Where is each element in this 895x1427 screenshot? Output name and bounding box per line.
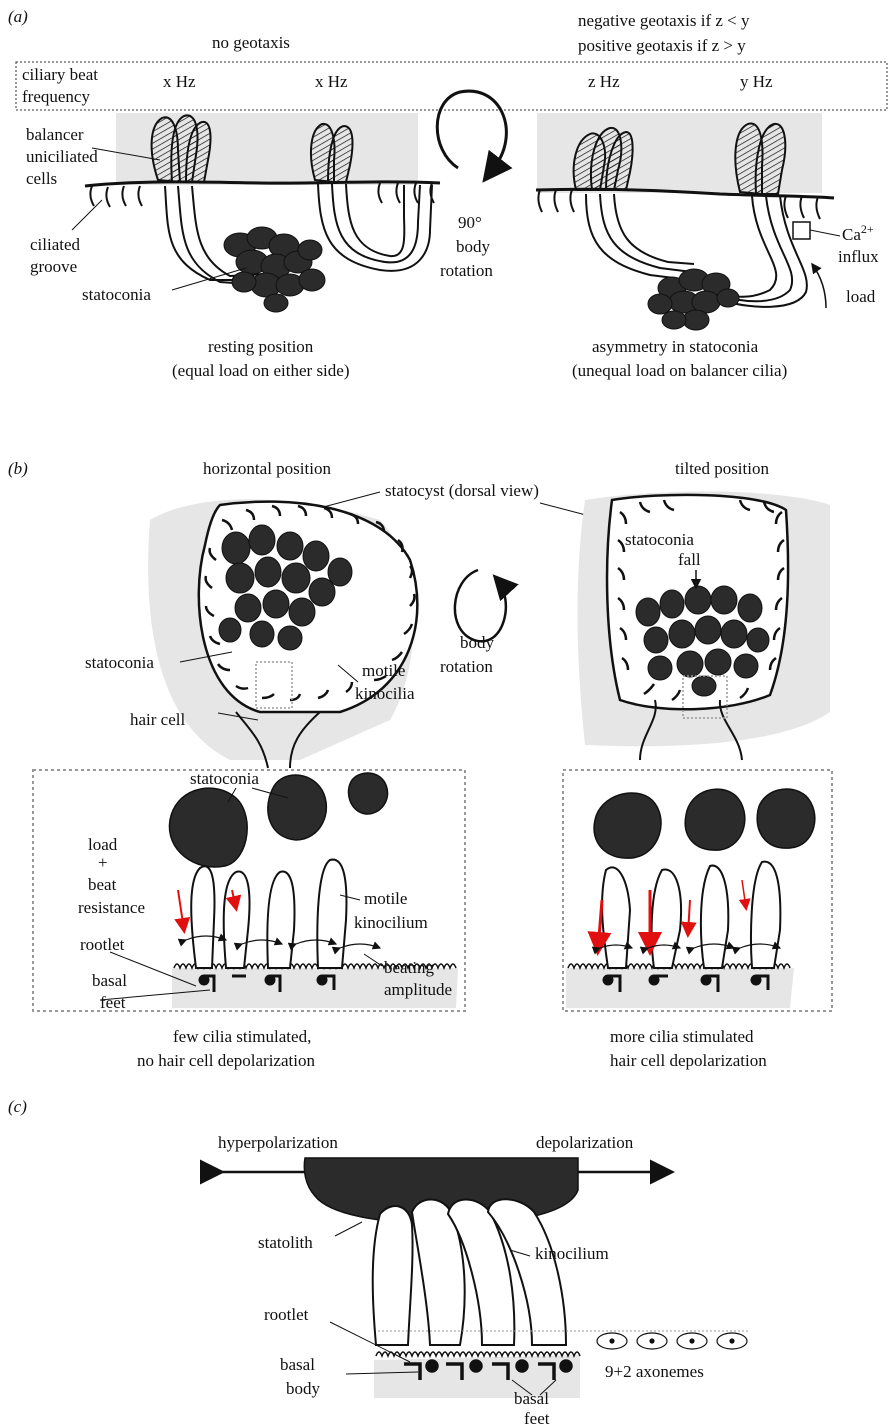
statocyst-label: statocyst (dorsal view) — [385, 481, 539, 500]
statoconia-label-b: statoconia — [85, 653, 154, 672]
rootlet-label-b: rootlet — [80, 935, 125, 954]
beating-2: amplitude — [384, 980, 452, 999]
axoneme-icons — [597, 1333, 747, 1349]
load-label-2: + — [98, 853, 108, 872]
leader-beating — [364, 954, 382, 966]
ca-influx-box — [793, 222, 810, 239]
hyper-label: hyperpolarization — [218, 1133, 338, 1152]
cbf-label-2: frequency — [22, 87, 90, 106]
rootlet-label-c: rootlet — [264, 1305, 309, 1324]
balancer-label-3: cells — [26, 169, 57, 188]
load-label-4: resistance — [78, 898, 145, 917]
ca-label: Ca2+ — [842, 222, 874, 244]
rotation-a-2: body — [456, 237, 491, 256]
axonemes-label: 9+2 axonemes — [605, 1362, 704, 1381]
tilted-label: tilted position — [675, 459, 769, 478]
leader-statolith — [335, 1222, 362, 1236]
resting-2: (equal load on either side) — [172, 361, 350, 380]
rotation-a-3: rotation — [440, 261, 493, 280]
rotation-arrow-b — [455, 570, 506, 641]
microvilli-c — [376, 1352, 580, 1356]
resting-1: resting position — [208, 337, 314, 356]
asym-2: (unequal load on balancer cilia) — [572, 361, 787, 380]
motile-k-1: motile — [364, 889, 407, 908]
load-label-3: beat — [88, 875, 117, 894]
balancer-tuft-right-2 — [735, 123, 785, 194]
basal-body-label-2: body — [286, 1379, 321, 1398]
ca-influx-label: influx — [838, 247, 879, 266]
panel-a: (a) no geotaxis negative geotaxis if z <… — [8, 7, 887, 380]
balancer-label-2: uniciliated — [26, 147, 98, 166]
freq-left-1: x Hz — [163, 72, 196, 91]
basal-label-b-1: basal — [92, 971, 127, 990]
balancer-tuft-left-1 — [152, 115, 211, 182]
load-arrow-a — [812, 264, 826, 308]
motile-label-1: motile — [362, 661, 405, 680]
statoconia-label-a: statoconia — [82, 285, 151, 304]
statolith-label: statolith — [258, 1233, 313, 1252]
panel-b: (b) horizontal position tilted position … — [8, 459, 832, 1070]
horizontal-label: horizontal position — [203, 459, 331, 478]
statoconia-cluster-right — [648, 269, 739, 330]
motile-label-2: kinocilia — [355, 684, 415, 703]
motile-k-2: kinocilium — [354, 913, 428, 932]
rotation-b-2: rotation — [440, 657, 493, 676]
few-cilia-1: few cilia stimulated, — [173, 1027, 311, 1046]
freq-right-1: z Hz — [588, 72, 620, 91]
panel-a-right-title-2: positive geotaxis if z > y — [578, 36, 746, 55]
kinocilia-zoom-left — [191, 860, 346, 968]
leader-groove — [72, 200, 102, 230]
more-cilia-2: hair cell depolarization — [610, 1051, 767, 1070]
statoconia-label-zoom: statoconia — [190, 769, 259, 788]
cbf-label-1: ciliary beat — [22, 65, 98, 84]
asym-1: asymmetry in statoconia — [592, 337, 759, 356]
rotation-a-1: 90° — [458, 213, 482, 232]
kinocilium-label-c: kinocilium — [535, 1244, 609, 1263]
cell-base-right — [566, 968, 794, 1008]
beating-1: beating — [384, 958, 435, 977]
basal-feet-label-2: feet — [524, 1409, 550, 1427]
statoconia-fall-2: fall — [678, 550, 701, 569]
leader-ca — [810, 230, 840, 236]
panel-b-letter: (b) — [8, 459, 28, 478]
panel-a-left-title: no geotaxis — [212, 33, 290, 52]
basal-label-b-2: feet — [100, 993, 126, 1012]
basal-feet-label-1: basal — [514, 1389, 549, 1408]
balancer-label-1: balancer — [26, 125, 84, 144]
kinocilia-zoom-right — [602, 862, 780, 968]
rotation-b-1: body — [460, 633, 495, 652]
panel-a-letter: (a) — [8, 7, 28, 26]
few-cilia-2: no hair cell depolarization — [137, 1051, 315, 1070]
freq-right-2: y Hz — [740, 72, 773, 91]
ciliated-groove-left — [90, 183, 434, 207]
more-cilia-1: more cilia stimulated — [610, 1027, 754, 1046]
panel-c-letter: (c) — [8, 1097, 27, 1116]
statoconia-fall-1: statoconia — [625, 530, 694, 549]
panel-c: (c) hyperpolarization depolarization 9+2… — [8, 1097, 750, 1427]
kinocilia-c — [373, 1199, 566, 1345]
load-label-a: load — [846, 287, 876, 306]
basal-body-label-1: basal — [280, 1355, 315, 1374]
freq-left-2: x Hz — [315, 72, 348, 91]
groove-label-1: ciliated — [30, 235, 81, 254]
hair-cell-label: hair cell — [130, 710, 185, 729]
statoconia-balls-right — [594, 789, 815, 858]
balancer-tuft-left-2 — [311, 124, 353, 182]
depol-label: depolarization — [536, 1133, 634, 1152]
statoconia-cluster-left — [224, 227, 325, 312]
panel-a-right-title-1: negative geotaxis if z < y — [578, 11, 750, 30]
rotation-arrow-a — [437, 91, 506, 178]
load-label-1: load — [88, 835, 118, 854]
groove-label-2: groove — [30, 257, 77, 276]
